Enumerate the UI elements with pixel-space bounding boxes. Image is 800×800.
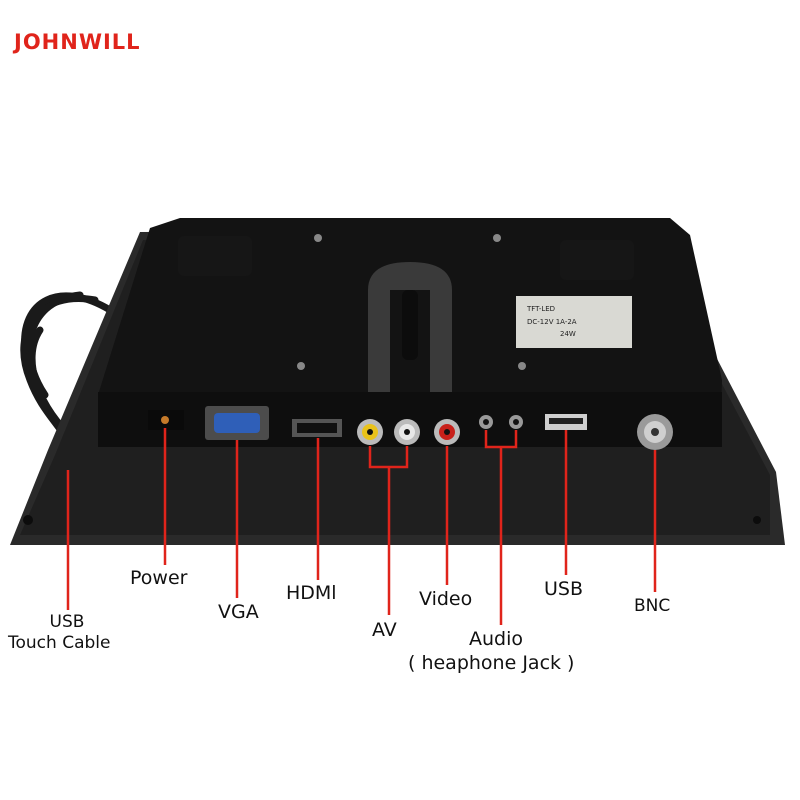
label-audio-line1: Audio bbox=[469, 628, 524, 650]
vga-port bbox=[205, 406, 269, 440]
video-port-red bbox=[434, 419, 460, 445]
av-port-white bbox=[394, 419, 420, 445]
speaker-grille-right bbox=[560, 240, 634, 280]
label-hdmi: HDMl bbox=[286, 582, 337, 604]
label-usb-touch-line2: Touch Cable bbox=[8, 633, 111, 653]
hdmi-port bbox=[292, 419, 342, 437]
speaker-grille-left bbox=[178, 236, 252, 276]
audio-jack-1 bbox=[479, 415, 493, 429]
usb-port bbox=[545, 414, 587, 430]
label-video: Video bbox=[419, 588, 473, 610]
mount-bracket bbox=[368, 262, 452, 392]
label-vga: VGA bbox=[218, 601, 259, 623]
bnc-port bbox=[637, 414, 673, 450]
spec-sticker bbox=[516, 296, 632, 348]
label-power: Power bbox=[130, 567, 188, 589]
sticker-line-2: DC-12V 1A-2A bbox=[527, 318, 577, 326]
label-av: AV bbox=[372, 619, 397, 641]
sticker-line-3: 24W bbox=[560, 330, 576, 338]
label-usb: USB bbox=[544, 578, 584, 600]
label-bnc: BNC bbox=[634, 596, 671, 616]
brand-logo: JOHNWILL bbox=[14, 30, 141, 54]
sticker-line-1: TFT-LED bbox=[526, 305, 555, 313]
av-port-yellow bbox=[357, 419, 383, 445]
label-usb-touch-line1: USB bbox=[49, 612, 85, 632]
leader-lines bbox=[66, 428, 657, 625]
audio-jack-2 bbox=[509, 415, 523, 429]
power-port bbox=[148, 410, 184, 430]
label-audio-line2: ( heaphone Jack ) bbox=[408, 652, 575, 674]
